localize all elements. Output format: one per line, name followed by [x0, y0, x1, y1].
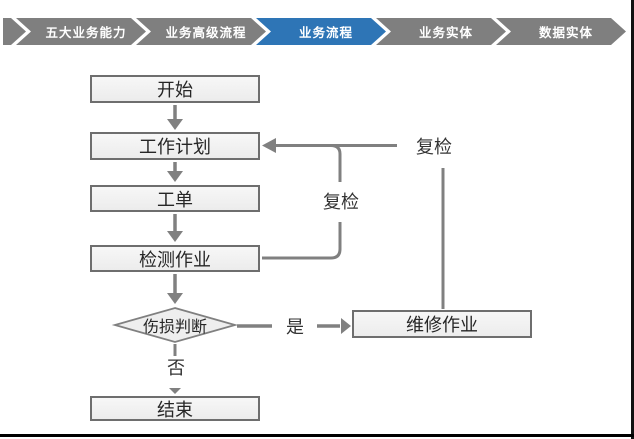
step-high-level-process[interactable]: 业务高级流程 [136, 18, 266, 45]
edge-label-recheck-outer: 复检 [412, 136, 456, 158]
arrowhead-down-icon [167, 231, 183, 242]
step-data-entity[interactable]: 数据实体 [496, 18, 626, 45]
arrowhead-left-icon [262, 138, 276, 153]
node-label: 工作计划 [139, 137, 211, 157]
page-border-bottom [0, 434, 634, 437]
decision-diamond-shape [111, 307, 239, 343]
node-label: 工单 [157, 189, 193, 210]
edge-label-no: 否 [165, 357, 187, 379]
arrowhead-down-icon [167, 293, 183, 304]
step-label: 业务高级流程 [165, 26, 247, 40]
step-label: 五大业务能力 [45, 26, 127, 40]
step-label: 业务实体 [418, 26, 473, 40]
node-label: 开始 [157, 80, 193, 100]
step-label: 业务流程 [298, 26, 353, 40]
node-start: 开始 [90, 75, 260, 103]
edge-recheck-inner-upper [330, 144, 342, 182]
arrowhead-down-small-icon [169, 388, 181, 394]
process-stepper: 五大业务能力 业务高级流程 业务流程 业务实体 数据实体 [0, 0, 634, 50]
edge-label-yes: 是 [284, 316, 306, 338]
edge-recheck-inner-lower [262, 222, 342, 260]
node-inspection: 检测作业 [90, 245, 260, 272]
step-five-capabilities[interactable]: 五大业务能力 [16, 18, 146, 45]
step-business-entity[interactable]: 业务实体 [376, 18, 506, 45]
node-work-order: 工单 [90, 185, 260, 212]
arrowhead-down-icon [167, 171, 183, 182]
node-label: 伤损判断 [142, 319, 207, 336]
edge-label-recheck-inner: 复检 [319, 191, 363, 213]
arrowhead-right-icon [341, 318, 351, 334]
node-label: 检测作业 [139, 249, 211, 270]
node-end: 结束 [90, 396, 260, 421]
arrowhead-down-icon [167, 119, 183, 130]
node-damage-decision: 伤损判断 [115, 315, 235, 336]
node-work-plan: 工作计划 [90, 132, 260, 160]
page-border-right [631, 0, 634, 439]
step-label: 数据实体 [538, 26, 593, 40]
node-label: 维修作业 [406, 315, 478, 335]
step-business-process-active[interactable]: 业务流程 [256, 18, 386, 45]
node-label: 结束 [157, 399, 193, 420]
node-repair: 维修作业 [352, 310, 532, 338]
